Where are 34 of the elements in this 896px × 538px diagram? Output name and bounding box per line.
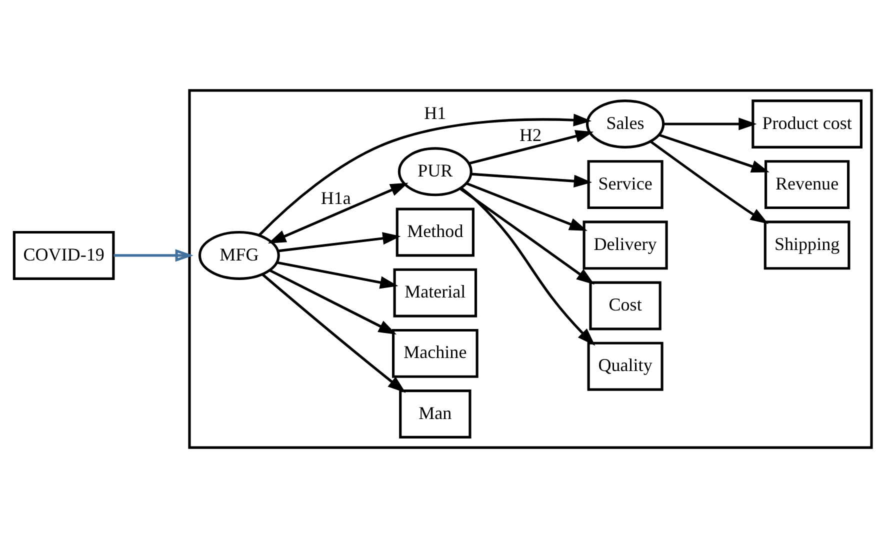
arrow <box>276 261 398 289</box>
arrow <box>258 114 592 236</box>
arrow <box>471 172 592 188</box>
node-box: Shipping <box>764 220 850 270</box>
node-box: Machine <box>392 328 478 378</box>
arrow <box>663 118 757 130</box>
arrow <box>278 232 401 252</box>
node-box: Material <box>393 268 478 318</box>
arrow <box>268 182 408 244</box>
arrow <box>262 273 406 393</box>
arrow <box>460 186 596 346</box>
cluster <box>188 89 873 449</box>
arrow <box>650 140 768 224</box>
node-box: Revenue <box>764 160 850 210</box>
edge-label: H1a <box>320 188 351 208</box>
node-ellipse: Sales <box>586 100 665 148</box>
edge-label: H1 <box>424 103 446 124</box>
node-box: Delivery <box>582 220 668 270</box>
arrow <box>269 269 397 335</box>
arrow <box>459 188 595 285</box>
arrow <box>658 134 770 172</box>
node-box: Product cost <box>752 100 862 148</box>
node-box: Method <box>396 208 474 257</box>
node-box: Man <box>399 390 472 439</box>
node-ellipse: PUR <box>398 147 472 196</box>
arrow <box>468 130 594 165</box>
node-box: Quality <box>587 342 664 391</box>
node-ellipse: MFG <box>198 230 280 280</box>
node-box: COVID-19 <box>12 230 115 280</box>
arrow <box>466 182 588 231</box>
node-box: Cost <box>589 281 662 330</box>
arrow <box>114 249 194 262</box>
node-box: Service <box>587 160 664 210</box>
edge-label: H2 <box>520 125 542 145</box>
